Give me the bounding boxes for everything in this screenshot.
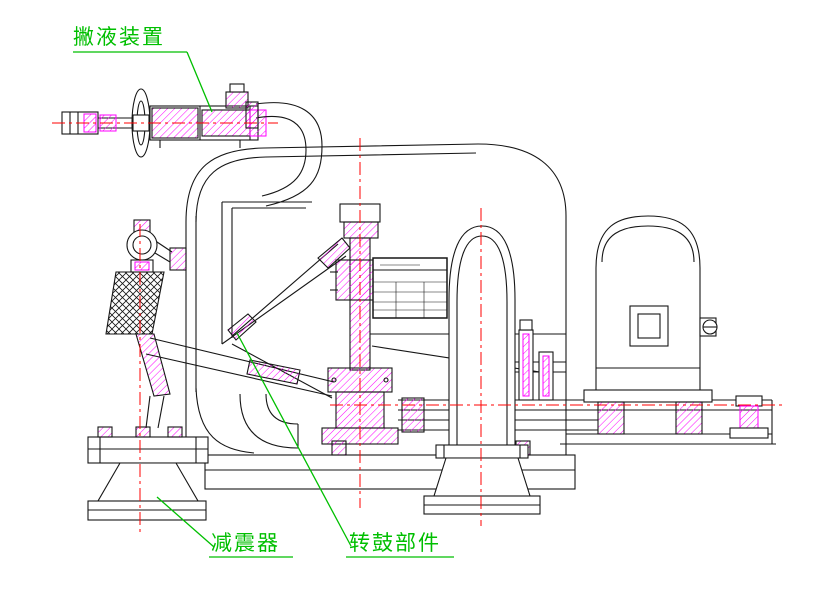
label-skimmer: 撇液装置 (73, 26, 165, 49)
bell-dome (448, 225, 516, 446)
inlet-pipe (245, 101, 323, 207)
plate-bolt (519, 319, 533, 331)
bell-flange (435, 444, 529, 459)
motor (583, 215, 769, 439)
motor-foot (675, 401, 703, 435)
pedestal (97, 462, 199, 502)
nameplate (372, 257, 448, 319)
discharge-elbow (239, 393, 299, 449)
damper-assembly (105, 219, 335, 429)
motor-body (595, 215, 701, 391)
anchor-bolt (331, 440, 347, 456)
skimmer-assembly (61, 83, 267, 158)
nameplate-border (372, 257, 448, 319)
label-drum: 转鼓部件 (349, 532, 441, 555)
foot-bolt (167, 426, 183, 438)
bell-pedestal (433, 457, 531, 497)
link-arm-section (246, 359, 301, 385)
drum-wall-section (227, 313, 257, 341)
leader-skimmer (186, 51, 213, 113)
foot-bolt (135, 426, 151, 438)
centerlines (52, 122, 782, 534)
eye-ring (126, 229, 158, 261)
annotations: 撇液装置 减震器 转鼓部件 (73, 26, 454, 558)
wall-bracket (169, 247, 187, 271)
bell-cover (423, 225, 541, 515)
motor-flange (583, 389, 713, 403)
foot-bolt (97, 426, 113, 438)
shaft-coupling-section (401, 397, 425, 433)
terminal-box (629, 305, 669, 347)
coupling-plates (500, 319, 566, 401)
label-damper: 减震器 (211, 532, 280, 555)
damper-rod (135, 333, 171, 397)
damper-foot (87, 426, 209, 521)
leader-drum (236, 332, 352, 547)
spring-section (105, 271, 165, 335)
motor-foot (597, 401, 625, 435)
foot-channel (87, 436, 209, 464)
pivot-post (225, 91, 249, 109)
leader-damper (156, 496, 215, 548)
